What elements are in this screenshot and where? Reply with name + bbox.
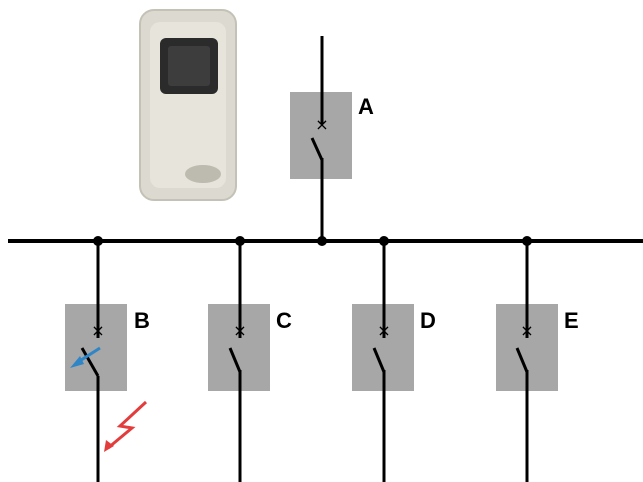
breaker-label-b: B: [134, 308, 150, 333]
breaker-contact-open: [80, 347, 100, 377]
breaker-contact: [228, 347, 242, 373]
breaker-e: × E: [496, 236, 579, 482]
breaker-contact: [515, 347, 529, 373]
breaker-label-e: E: [564, 308, 579, 333]
trip-arrow-icon: [70, 346, 101, 368]
breaker-contact: [372, 347, 386, 373]
breaker-cross-icon: ×: [233, 321, 246, 340]
breaker-cross-icon: ×: [315, 115, 328, 134]
breaker-a: × A: [290, 36, 374, 246]
breaker-cross-icon: ×: [91, 321, 104, 340]
junction-dot: [317, 236, 327, 246]
lightning-bolt-icon: [104, 400, 148, 452]
breaker-cross-icon: ×: [520, 321, 533, 340]
breaker-d: × D: [352, 236, 436, 482]
breaker-label-c: C: [276, 308, 292, 333]
breaker-contact: [310, 137, 324, 161]
breaker-cross-icon: ×: [377, 321, 390, 340]
remote-switch-device-icon: [139, 9, 237, 201]
breaker-label-a: A: [358, 94, 374, 119]
breaker-box: [65, 304, 127, 391]
breaker-b: × B: [65, 236, 150, 482]
breaker-label-d: D: [420, 308, 436, 333]
breaker-c: × C: [208, 236, 292, 482]
